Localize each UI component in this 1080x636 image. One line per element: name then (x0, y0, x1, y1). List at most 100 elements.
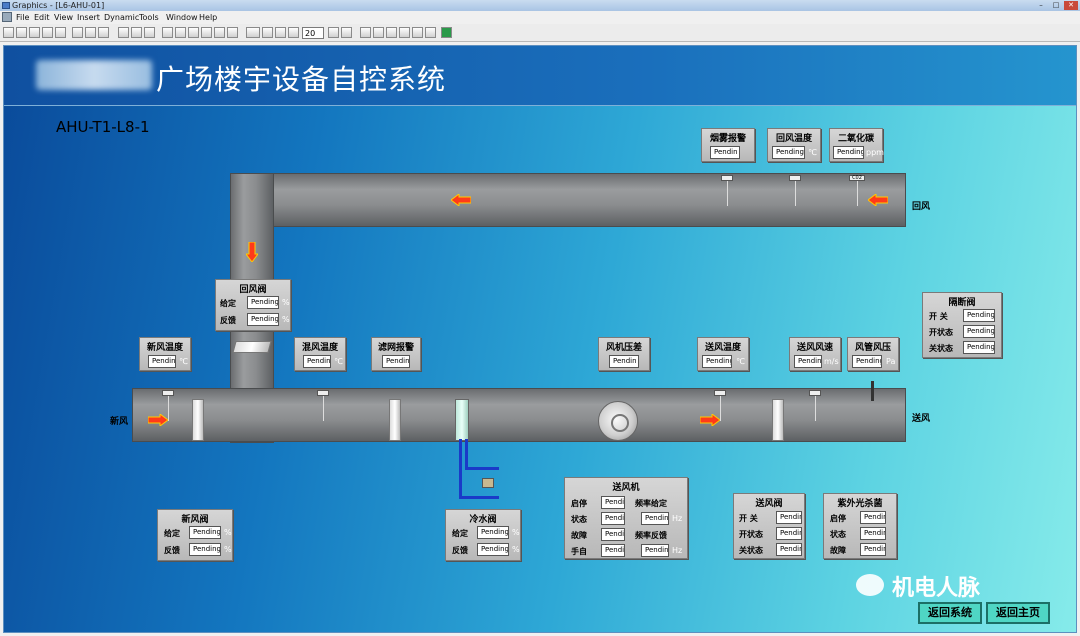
row-label: 给定 (220, 298, 236, 308)
back-system-button[interactable]: 返回系统 (918, 602, 982, 624)
fan-fault: Pendin (601, 528, 625, 541)
panel-supply-damper: 送风阀 开 关 Pendin 开状态 Pendin 关状态 Pendin (733, 493, 805, 559)
menu-window[interactable]: Window (166, 13, 198, 22)
supply-flow-arrow (700, 414, 720, 426)
maximize-button[interactable]: □ (1052, 1, 1060, 9)
supply-damper-blade (772, 399, 784, 441)
panel-smoke-alarm: 烟雾报警 Pendin (701, 128, 755, 162)
chw-valve-setpoint[interactable]: Pending (477, 526, 509, 539)
tool-icon-2[interactable] (131, 27, 142, 38)
menu-file[interactable]: File (16, 13, 30, 22)
co2-sensor (857, 176, 858, 206)
panel-title: 新风温度 (146, 343, 183, 353)
isolation-switch[interactable]: Pending (963, 309, 995, 322)
tool-icon-1[interactable] (118, 27, 129, 38)
menu-view[interactable]: View (54, 13, 73, 22)
tool-icon-14[interactable] (412, 27, 423, 38)
print-icon[interactable] (55, 27, 66, 38)
tool-icon-3[interactable] (144, 27, 155, 38)
row-label: 开状态 (929, 327, 953, 337)
downflow-arrow (246, 242, 258, 262)
uv-status: Pendin (860, 527, 886, 540)
supply-fan-icon[interactable] (598, 401, 638, 441)
duct-pressure-value: Pending (852, 355, 882, 368)
row-label: 开状态 (739, 529, 763, 539)
save-icon[interactable] (29, 27, 40, 38)
tool-icon-10[interactable] (360, 27, 371, 38)
tool-icon-12[interactable] (386, 27, 397, 38)
tool-icon-15[interactable] (425, 27, 436, 38)
supply-damper-open: Pendin (776, 527, 802, 540)
fresh-damper-feedback: Pending (189, 543, 221, 556)
undo-icon[interactable] (214, 27, 225, 38)
close-button[interactable]: ✕ (1064, 1, 1078, 10)
supply-temp-unit: ℃ (736, 357, 745, 366)
align-icon[interactable] (262, 27, 273, 38)
row-label: 状态 (830, 529, 846, 539)
velocity-sensor (815, 391, 816, 421)
fan-start-stop[interactable]: Pendin (601, 496, 625, 509)
supply-damper-switch[interactable]: Pendin (776, 511, 802, 524)
unit: % (282, 298, 290, 307)
return-damper-setpoint[interactable]: Pending (247, 296, 279, 309)
paste-icon[interactable] (98, 27, 109, 38)
smoke-alarm-value: Pendin (710, 146, 740, 159)
tool-icon-5[interactable] (175, 27, 186, 38)
list-icon[interactable] (288, 27, 299, 38)
pressure-sensor (871, 381, 874, 401)
tool-icon-4[interactable] (162, 27, 173, 38)
chw-valve-icon[interactable] (482, 478, 494, 488)
tool-icon-8[interactable] (328, 27, 339, 38)
fan-freq-setpoint[interactable]: Pending (641, 512, 669, 525)
panel-mixed-temp: 混风温度 Pending ℃ (294, 337, 346, 371)
back-home-button[interactable]: 返回主页 (986, 602, 1050, 624)
return-duct (230, 173, 906, 227)
filter (389, 399, 401, 441)
line-icon[interactable] (246, 27, 260, 38)
menu-insert[interactable]: Insert (77, 13, 100, 22)
unit-id: AHU-T1-L8-1 (56, 118, 150, 136)
tool-icon-13[interactable] (399, 27, 410, 38)
return-damper-feedback: Pending (247, 313, 279, 326)
uv-start-stop[interactable]: Pendin (860, 511, 886, 524)
co2-unit: ppm (866, 148, 884, 157)
unit: Hz (672, 546, 683, 555)
tool-icon-7[interactable] (201, 27, 212, 38)
cut-icon[interactable] (72, 27, 83, 38)
run-icon[interactable] (441, 27, 452, 38)
fan-freq-feedback: Pending (641, 544, 669, 557)
panel-supply-velocity: 送风风速 Pending m/s (789, 337, 841, 371)
minimize-button[interactable]: – (1039, 1, 1043, 9)
menu-help[interactable]: Help (199, 13, 218, 22)
tool-icon-6[interactable] (188, 27, 199, 38)
window-titlebar: Graphics - [L6-AHU-01] – □ ✕ (0, 0, 1080, 11)
copy-icon[interactable] (85, 27, 96, 38)
tool-icon-11[interactable] (373, 27, 384, 38)
fresh-damper-setpoint[interactable]: Pending (189, 526, 221, 539)
unit: % (512, 528, 520, 537)
watermark-text: 机电人脉 (892, 576, 981, 601)
menu-edit[interactable]: Edit (34, 13, 50, 22)
fresh-temp-sensor (168, 391, 169, 421)
tool-icon-9[interactable] (341, 27, 352, 38)
grid-icon[interactable] (275, 27, 286, 38)
panel-title: 回风温度 (775, 134, 812, 144)
print-preview-icon[interactable] (42, 27, 53, 38)
new-icon[interactable] (3, 27, 14, 38)
row-label: 频率反馈 (635, 530, 667, 540)
panel-title: 风管风压 (854, 343, 891, 353)
chw-valve-feedback: Pending (477, 543, 509, 556)
row-label: 启停 (830, 513, 846, 523)
supply-temp-sensor-box (714, 390, 726, 396)
open-icon[interactable] (16, 27, 27, 38)
fan-dp-value: Pendin (609, 355, 639, 368)
panel-title: 风机压差 (605, 343, 642, 353)
window-title: Graphics - [L6-AHU-01] (12, 1, 105, 10)
unit: % (282, 315, 290, 324)
zoom-select[interactable]: 20 (302, 27, 324, 39)
menu-tools[interactable]: Tools (139, 13, 159, 22)
fresh-temp-unit: ℃ (179, 357, 188, 366)
menu-dynamic[interactable]: Dynamic (104, 13, 140, 22)
chw-pipe-1 (459, 439, 462, 499)
redo-icon[interactable] (227, 27, 238, 38)
